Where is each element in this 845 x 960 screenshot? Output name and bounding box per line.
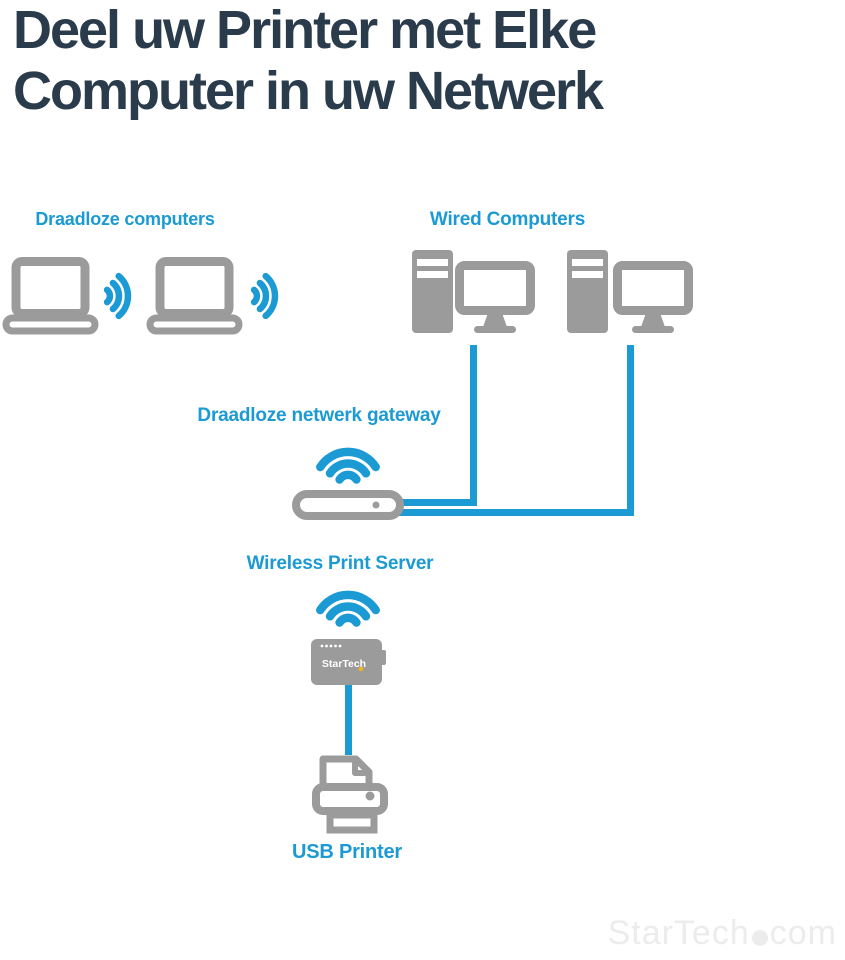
label-gateway: Draadloze netwerk gateway	[197, 405, 441, 426]
wire-desktop2-horizontal	[396, 509, 634, 516]
wifi-signal-right-icon	[103, 272, 132, 320]
page-title-line1: Deel uw Printer met Elke	[13, 0, 597, 60]
watermark-dot-icon	[751, 930, 768, 946]
print-server-device-icon: StarTech	[311, 639, 386, 685]
page-title: Deel uw Printer met Elke Computer in uw …	[13, 0, 604, 122]
laptop-icon	[2, 257, 99, 335]
wifi-signal-right-icon	[250, 272, 279, 320]
wire-desktop1-vertical	[470, 345, 477, 506]
printer-icon	[312, 755, 388, 834]
computer-tower-icon	[412, 250, 453, 333]
label-print-server: Wireless Print Server	[246, 553, 434, 574]
monitor-icon	[455, 261, 535, 333]
watermark-brand: StarTech	[607, 914, 750, 952]
logo-accent-dot	[358, 666, 364, 672]
computer-tower-icon	[567, 250, 608, 333]
startech-watermark: StarTech com	[608, 914, 837, 953]
wire-desktop2-vertical	[627, 345, 634, 516]
watermark-tld: com	[769, 914, 837, 952]
usb-cable-line	[345, 682, 352, 755]
label-usb-printer: USB Printer	[291, 841, 403, 863]
monitor-icon	[613, 261, 693, 333]
label-wired-computers: Wired Computers	[429, 209, 586, 230]
laptop-icon	[146, 257, 243, 335]
router-icon	[292, 490, 404, 520]
label-wireless-computers: Draadloze computers	[35, 209, 215, 229]
page-title-line2: Computer in uw Netwerk	[13, 61, 604, 121]
wifi-signal-up-icon	[316, 590, 380, 627]
print-server-logo-text: StarTech	[322, 658, 366, 670]
wire-desktop1-horizontal	[396, 499, 477, 506]
wifi-signal-up-icon	[316, 447, 380, 484]
